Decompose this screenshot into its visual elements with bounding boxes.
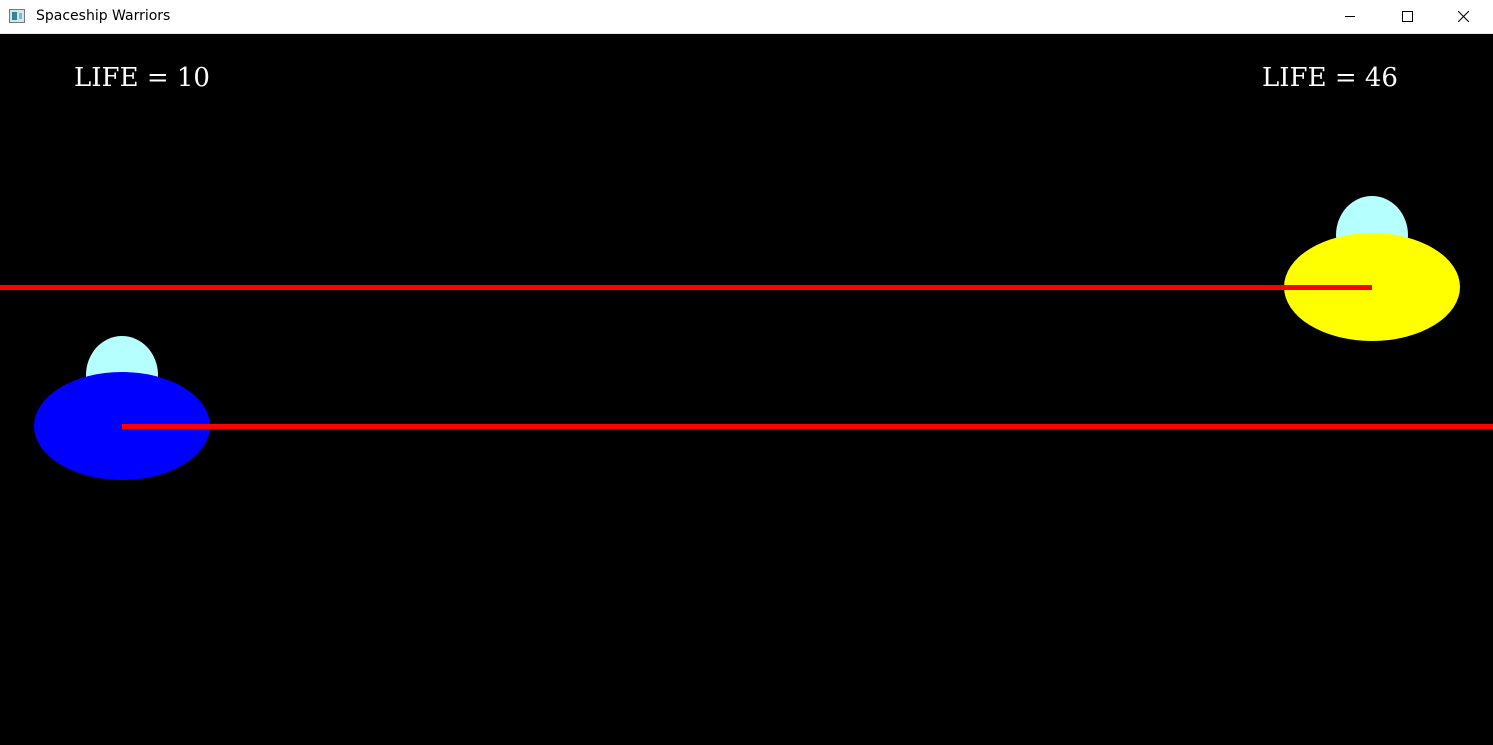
laser-beam-left-ship: [122, 424, 1493, 429]
window-title: Spaceship Warriors: [36, 8, 171, 24]
player-right-life: LIFE = 46: [1262, 63, 1398, 93]
maximize-button[interactable]: [1384, 0, 1430, 33]
game-scene: [0, 196, 1493, 480]
app-window-icon: [9, 9, 25, 23]
minimize-button[interactable]: [1327, 0, 1373, 33]
player-left-life: LIFE = 10: [74, 63, 210, 93]
maximize-icon: [1402, 11, 1413, 22]
game-canvas[interactable]: LIFE = 10 LIFE = 46: [0, 35, 1493, 745]
close-button[interactable]: [1440, 0, 1486, 33]
minimize-icon: [1345, 16, 1355, 17]
laser-beam-right-ship: [0, 285, 1372, 290]
close-icon: [1458, 11, 1469, 22]
title-bar[interactable]: Spaceship Warriors: [0, 0, 1493, 34]
